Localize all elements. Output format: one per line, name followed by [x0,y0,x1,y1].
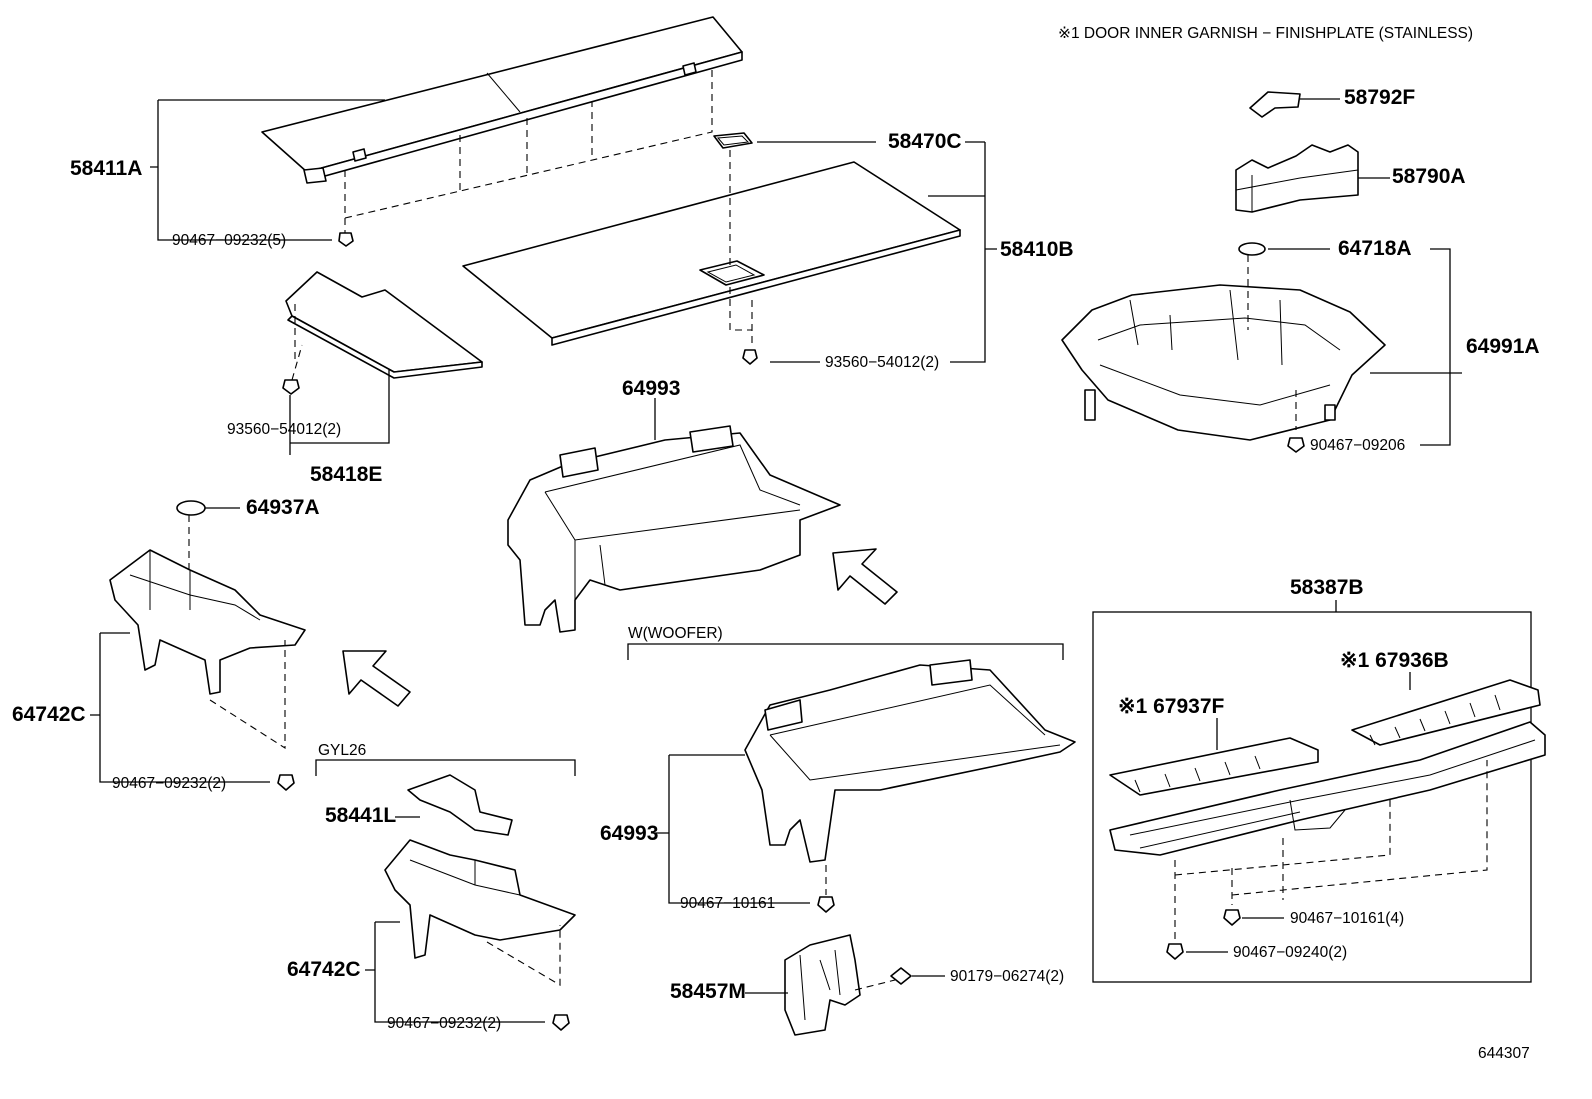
label-90467-09240-2: 90467−09240(2) [1233,944,1347,961]
plate-67937f [1109,737,1319,796]
box-64993-woofer [744,659,1076,863]
label-90467-09232-2-a: 90467−09232(2) [112,775,226,792]
label-58441l: 58441L [325,804,396,827]
label-90467-09232-5: 90467−09232(5) [172,232,286,249]
label-58410b: 58410B [1000,238,1074,261]
label-90467-09232-2-b: 90467−09232(2) [387,1015,501,1032]
label-64991a: 64991A [1466,335,1540,358]
label-woofer: W(WOOFER) [628,625,723,642]
clip-icon [1287,437,1305,453]
direction-arrow [832,548,898,605]
clip-icon [1223,909,1241,926]
label-90179-06274-2: 90179−06274(2) [950,968,1064,985]
clip-icon [277,774,295,791]
label-58792f: 58792F [1344,86,1415,109]
clip-icon [742,349,758,365]
note-text: ※1 DOOR INNER GARNISH − FINISHPLATE (STA… [1058,25,1473,42]
direction-arrow [342,650,411,707]
clip-icon [282,379,300,395]
label-58418e: 58418E [310,463,382,486]
label-64993-a: 64993 [622,377,680,400]
label-93560-54012-2-b: 93560−54012(2) [227,421,341,438]
label-93560-54012-2-a: 93560−54012(2) [825,354,939,371]
tonneau-cover-58411a [261,16,743,184]
cap-64937a [176,500,206,516]
scuff-plate-assembly [1109,721,1546,856]
label-64937a: 64937A [246,496,320,519]
group-box-58387b [1092,611,1532,983]
bracket-64742c-bottom [384,839,576,959]
box-64993-center [507,425,841,633]
label-64993-b: 64993 [600,822,658,845]
label-58470c: 58470C [888,130,962,153]
label-90467-09206: 90467−09206 [1310,437,1405,454]
label-67936b: ※1 67936B [1340,649,1449,672]
label-64742c-a: 64742C [12,703,86,726]
label-gyl26: GYL26 [318,742,366,759]
label-58387b: 58387B [1290,576,1364,599]
deck-board-58410b [462,132,961,346]
plate-67936b [1351,679,1541,746]
label-64742c-b: 64742C [287,958,361,981]
bracket-58457m [784,934,861,1036]
bracket-64742c-top [109,549,306,695]
label-58790a: 58790A [1392,165,1466,188]
tray-64991a [1061,242,1386,441]
label-67937f: ※1 67937F [1118,695,1225,718]
side-board-58418e [285,271,483,379]
label-64718a: 64718A [1338,237,1412,260]
bracket-58790a [1235,144,1359,213]
label-58457m: 58457M [670,980,746,1003]
clip-icon [1166,943,1184,960]
clip-icon [817,896,835,913]
bracket-58441l [407,774,513,836]
nut-icon [890,967,912,985]
figure-id: 644307 [1478,1045,1530,1062]
label-90467-10161: 90467−10161 [680,895,775,912]
label-58411a: 58411A [70,157,142,180]
label-90467-10161-4: 90467−10161(4) [1290,910,1404,927]
clip-icon [552,1014,570,1031]
clip-icon [338,232,354,247]
clip-58792f [1249,91,1301,118]
